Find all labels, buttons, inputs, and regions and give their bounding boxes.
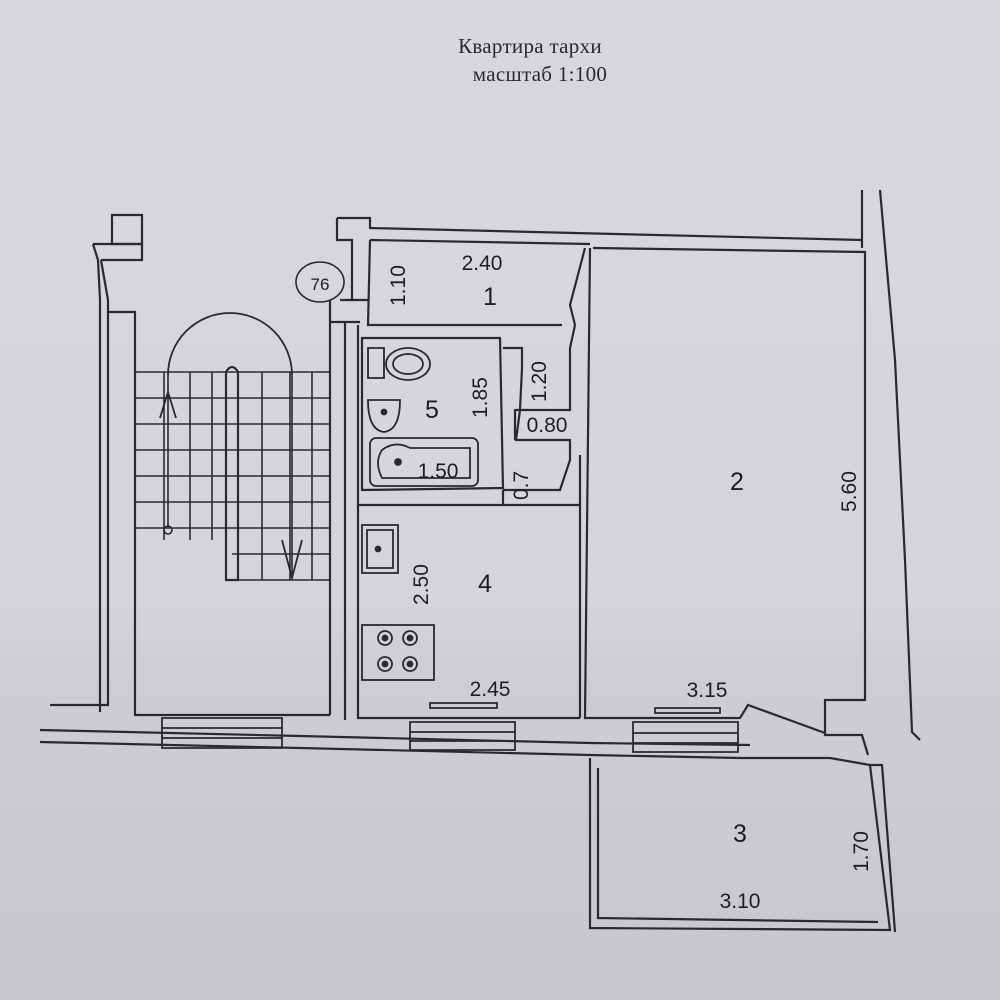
room-5-width: 1.50 xyxy=(418,460,459,483)
room-5-number: 5 xyxy=(425,396,439,424)
windows xyxy=(161,702,739,753)
apartment-walls xyxy=(39,189,921,760)
room-3-width: 3.10 xyxy=(720,890,761,913)
room-3-number: 3 xyxy=(733,820,747,848)
plan-title: Квартира тархи xyxy=(458,34,602,58)
apartment-number: 76 xyxy=(311,275,330,294)
room-1-width: 2.40 xyxy=(462,252,503,275)
balcony xyxy=(588,756,897,933)
stove-fixture xyxy=(361,624,435,681)
bathtub-fixture xyxy=(369,437,479,487)
closet-depth: 1.20 xyxy=(528,361,551,402)
apartment-number-circle xyxy=(295,261,345,303)
room-3-depth: 1.70 xyxy=(850,831,873,872)
room-4-number: 4 xyxy=(478,570,492,598)
sink-fixture xyxy=(367,399,401,433)
room-5-length: 1.85 xyxy=(469,377,492,418)
room-4-depth: 2.50 xyxy=(410,564,433,605)
room-2-width: 3.15 xyxy=(687,679,728,702)
room-2-number: 2 xyxy=(730,468,744,496)
toilet-fixture xyxy=(367,347,431,381)
room-2-length: 5.60 xyxy=(838,471,861,512)
kitchen-sink-fixture xyxy=(361,524,399,574)
stairwell xyxy=(50,213,332,717)
room-1-depth: 1.10 xyxy=(387,265,410,306)
closet-width: 0.80 xyxy=(527,414,568,437)
room-4-width: 2.45 xyxy=(470,678,511,701)
room-1-number: 1 xyxy=(483,283,497,311)
passage-width: 0.7 xyxy=(510,471,533,500)
plan-scale: масштаб 1:100 xyxy=(472,62,608,86)
